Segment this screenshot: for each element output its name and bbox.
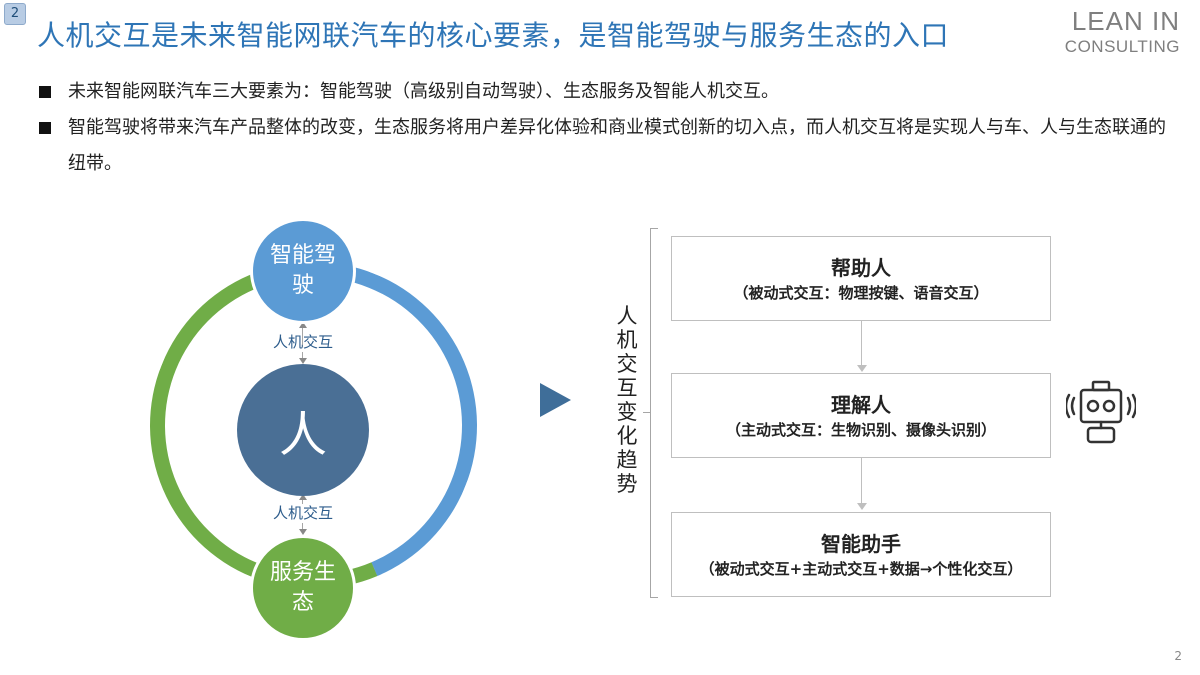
service-ecosystem-node: 服务生态 — [250, 535, 356, 641]
robot-icon — [1066, 380, 1136, 444]
flow-line — [861, 321, 862, 365]
human-node: 人 — [237, 364, 369, 496]
trend-step-heading: 智能助手 — [821, 531, 901, 556]
trend-step-detail: （被动式交互：物理按键、语音交互） — [733, 283, 989, 302]
arrow-up-icon — [299, 494, 307, 500]
trend-step-detail: （主动式交互：生物识别、摄像头识别） — [725, 420, 996, 439]
bullet-square-icon — [39, 86, 51, 98]
bracket-tick — [643, 412, 651, 413]
connector-line-bottom-upper — [302, 500, 303, 504]
bullet-item: 未来智能网联汽车三大要素为：智能驾驶（高级别自动驾驶）、生态服务及智能人机交互。 — [36, 74, 1166, 110]
human-label: 人 — [278, 407, 327, 463]
smart-driving-node: 智能驾驶 — [250, 218, 356, 324]
bullet-text: 未来智能网联汽车三大要素为：智能驾驶（高级别自动驾驶）、生态服务及智能人机交互。 — [68, 81, 779, 102]
trend-step-detail: （被动式交互+主动式交互+数据→个性化交互） — [699, 559, 1023, 578]
trend-step-heading: 理解人 — [831, 392, 891, 417]
trend-bracket — [650, 228, 658, 598]
connector-line-top-lower — [302, 352, 303, 361]
arrow-down-icon — [857, 365, 867, 372]
bullet-list: 未来智能网联汽车三大要素为：智能驾驶（高级别自动驾驶）、生态服务及智能人机交互。… — [36, 74, 1166, 182]
arrow-down-icon — [299, 358, 307, 364]
trend-vertical-label: 人机交互变化趋势 — [616, 304, 638, 496]
logo-line-1: LEAN IN — [1071, 6, 1180, 36]
slide-number-badge: 2 — [4, 3, 26, 25]
trend-step-1: 帮助人 （被动式交互：物理按键、语音交互） — [671, 236, 1051, 321]
arrow-down-icon — [299, 529, 307, 535]
page-title: 人机交互是未来智能网联汽车的核心要素，是智能驾驶与服务生态的入口 — [37, 19, 950, 52]
connector-line-top — [302, 327, 303, 347]
page-number: 2 — [1174, 649, 1182, 663]
smart-driving-label: 智能驾驶 — [269, 243, 336, 298]
play-arrow-icon — [540, 383, 571, 417]
trend-step-3: 智能助手 （被动式交互+主动式交互+数据→个性化交互） — [671, 512, 1051, 597]
upper-link-label: 人机交互 — [272, 333, 333, 351]
company-logo: LEAN IN CONSULTING — [1065, 8, 1180, 55]
lower-link-label: 人机交互 — [272, 504, 333, 522]
service-ecosystem-label: 服务生态 — [269, 560, 336, 615]
flow-line — [861, 458, 862, 504]
bullet-square-icon — [39, 122, 51, 134]
arrow-up-icon — [299, 322, 307, 328]
bullet-item: 智能驾驶将带来汽车产品整体的改变，生态服务将用户差异化体验和商业模式创新的切入点… — [36, 110, 1166, 182]
trend-step-heading: 帮助人 — [831, 255, 891, 280]
logo-line-2: CONSULTING — [1064, 37, 1180, 56]
connector-line-bottom — [302, 523, 303, 531]
trend-step-2: 理解人 （主动式交互：生物识别、摄像头识别） — [671, 373, 1051, 458]
bullet-text: 智能驾驶将带来汽车产品整体的改变，生态服务将用户差异化体验和商业模式创新的切入点… — [68, 117, 1166, 174]
arrow-down-icon — [857, 503, 867, 510]
